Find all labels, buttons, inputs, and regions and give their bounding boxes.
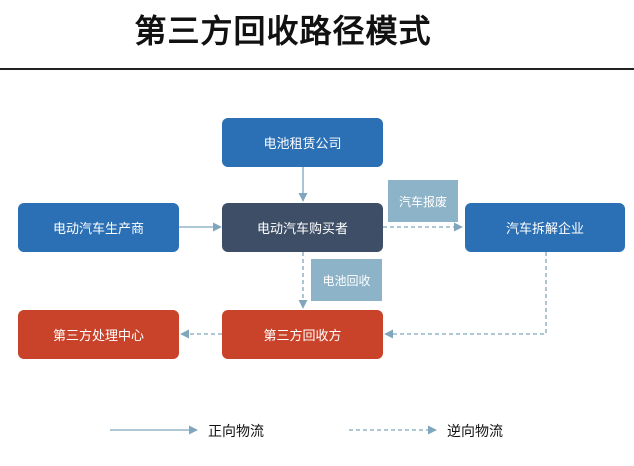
arrow-dismantler-to-recycler xyxy=(384,252,547,339)
legend-reverse-label: 逆向物流 xyxy=(447,424,503,440)
tag-vehicle-scrap: 汽车报废 xyxy=(388,180,458,222)
node-ev-buyer: 电动汽车购买者 xyxy=(222,203,383,252)
title-divider xyxy=(0,68,634,70)
node-dismantler: 汽车拆解企业 xyxy=(465,203,625,252)
node-battery-lessor: 电池租赁公司 xyxy=(222,118,383,167)
legend-forward-label: 正向物流 xyxy=(208,424,264,440)
node-third-party-recycler: 第三方回收方 xyxy=(222,310,383,359)
page-title: 第三方回收路径模式 xyxy=(134,12,432,50)
node-ev-maker: 电动汽车生产商 xyxy=(18,203,179,252)
node-third-party-processing: 第三方处理中心 xyxy=(18,310,179,359)
tag-battery-recycle: 电池回收 xyxy=(311,259,382,301)
